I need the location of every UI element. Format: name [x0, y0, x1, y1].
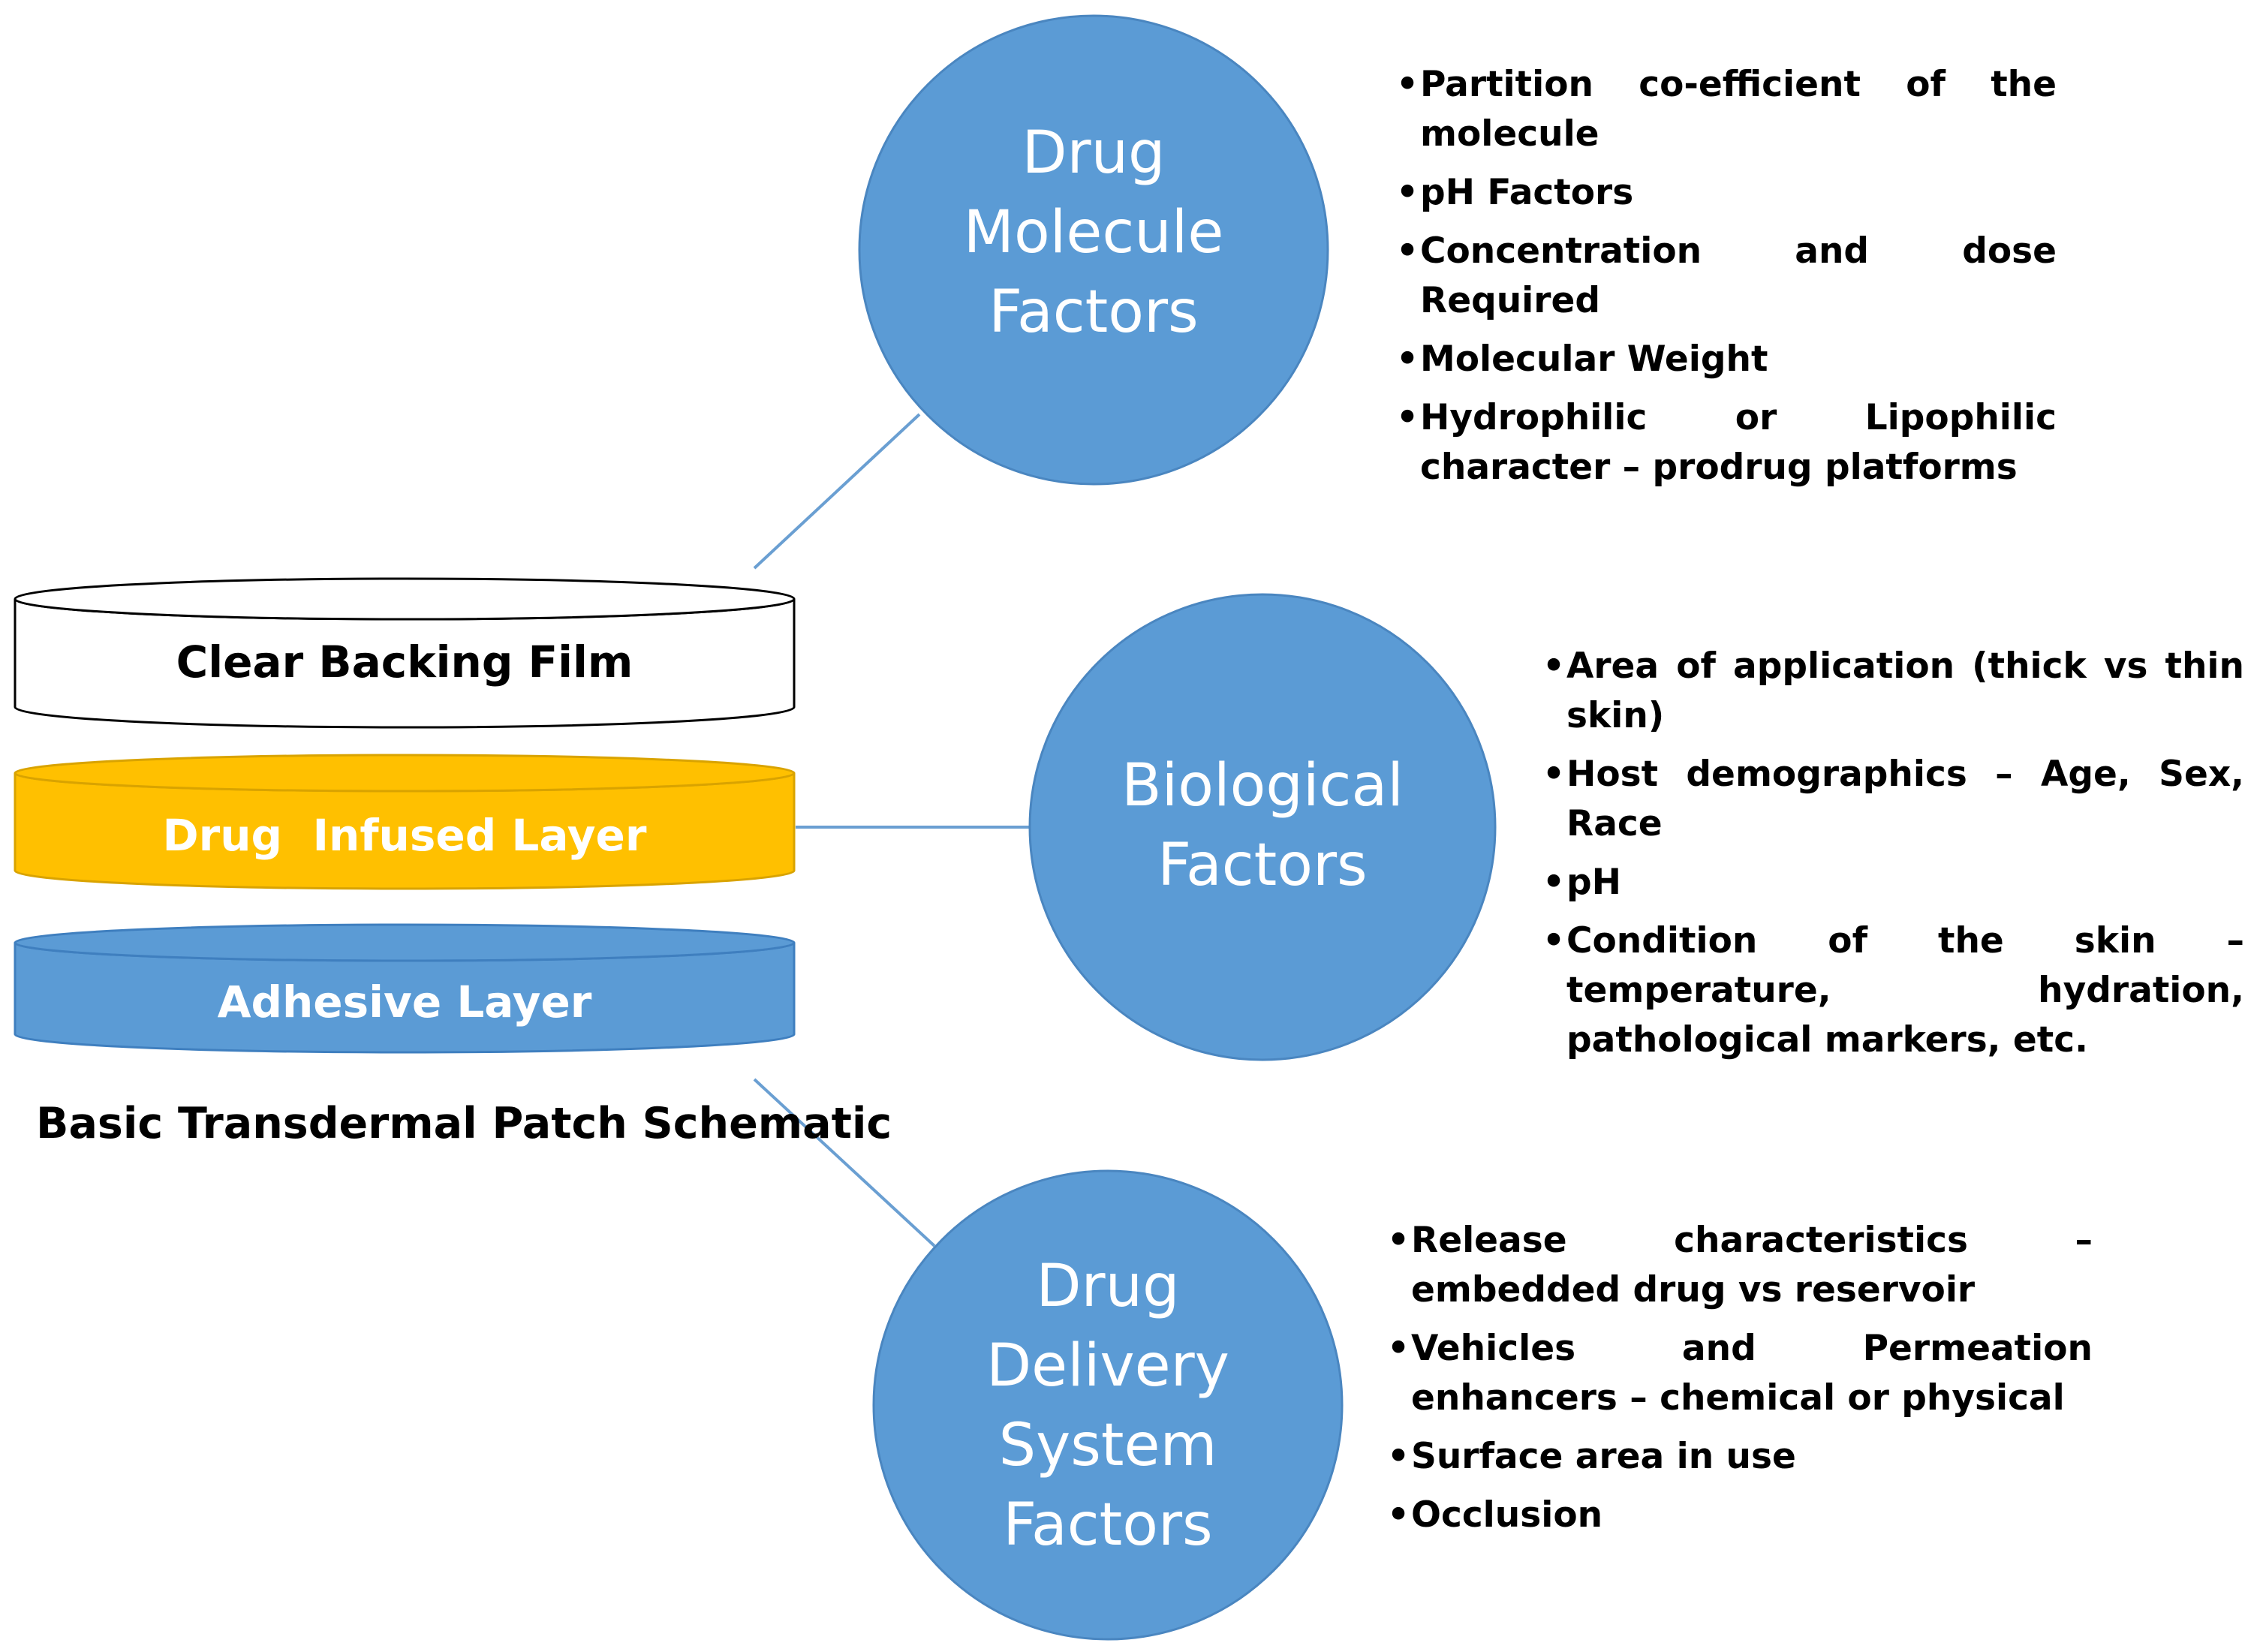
list-item: Hydrophilic or Lipophilic character – pr…: [1396, 393, 2057, 492]
list-item: Host demographics – Age, Sex, Race: [1542, 750, 2244, 849]
circle-delivery-line-3: System: [999, 1412, 1217, 1479]
adhesive-layer-label: Adhesive Layer: [218, 976, 592, 1028]
connector-delivery: [753, 1078, 936, 1247]
circle-delivery-line-4: Factors: [1003, 1491, 1212, 1559]
circle-molecule-line-2: Molecule: [964, 199, 1224, 266]
circle-drug-molecule-factors: Drug Molecule Factors: [858, 14, 1329, 486]
list-item: Concentration and dose Required: [1396, 227, 2057, 326]
list-item: pH Factors: [1396, 168, 2057, 218]
circle-molecule-line-3: Factors: [989, 278, 1198, 346]
clear-backing-film-label: Clear Backing Film: [176, 636, 633, 688]
connector-molecule: [753, 413, 921, 570]
list-item: Partition co-efficient of the molecule: [1396, 60, 2057, 159]
circle-delivery-line-1: Drug: [1036, 1253, 1179, 1320]
drug-infused-layer-label: Drug Infused Layer: [163, 810, 647, 861]
circle-delivery-line-2: Delivery: [986, 1332, 1229, 1400]
patch-adhesive-layer: Adhesive Layer: [14, 923, 796, 1054]
list-item: Condition of the skin – temperature, hyd…: [1542, 916, 2244, 1065]
list-item: Area of application (thick vs thin skin): [1542, 642, 2244, 741]
list-item: Occlusion: [1387, 1491, 2093, 1540]
biological-factors-list: Area of application (thick vs thin skin)…: [1542, 642, 2244, 1074]
circle-drug-delivery-system-factors: Drug Delivery System Factors: [872, 1169, 1344, 1641]
list-item: pH: [1542, 858, 2244, 907]
delivery-factors-list: Release characteristics – embedded drug …: [1387, 1216, 2093, 1549]
circle-biological-factors: Biological Factors: [1028, 593, 1497, 1061]
patch-drug-infused-layer: Drug Infused Layer: [14, 754, 796, 890]
patch-clear-backing-film: Clear Backing Film: [14, 577, 796, 729]
circle-biological-line-1: Biological: [1121, 752, 1404, 820]
list-item: Vehicles and Permeation enhancers – chem…: [1387, 1324, 2093, 1423]
patch-schematic-caption: Basic Transdermal Patch Schematic: [36, 1099, 892, 1148]
list-item: Release characteristics – embedded drug …: [1387, 1216, 2093, 1315]
circle-biological-line-2: Factors: [1157, 832, 1367, 899]
list-item: Surface area in use: [1387, 1432, 2093, 1482]
list-item: Molecular Weight: [1396, 335, 2057, 384]
circle-molecule-line-1: Drug: [1022, 119, 1165, 187]
molecule-factors-list: Partition co-efficient of the molecule p…: [1396, 60, 2057, 501]
